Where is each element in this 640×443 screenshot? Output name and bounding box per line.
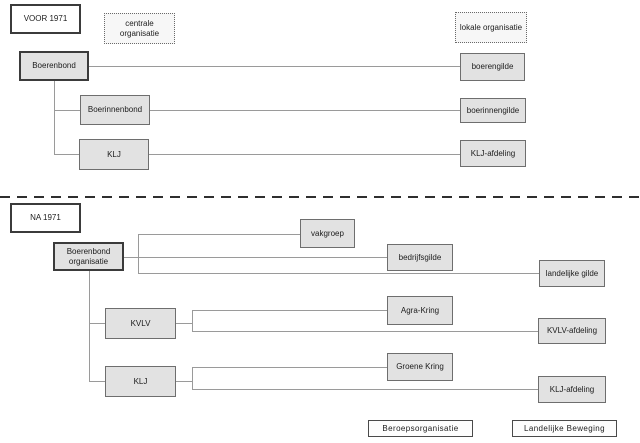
connector-line	[54, 110, 80, 111]
connector-line	[192, 367, 387, 368]
node-klj-na: KLJ	[105, 366, 176, 397]
node-klj-voor: KLJ	[79, 139, 149, 170]
connector-line	[89, 381, 105, 382]
connector-line	[192, 310, 387, 311]
connector-line	[124, 257, 139, 258]
connector-line	[138, 234, 300, 235]
connector-line	[176, 323, 192, 324]
connector-line	[138, 257, 387, 258]
node-klj-afdeling-voor: KLJ-afdeling	[460, 140, 526, 167]
node-bedrijfsgilde: bedrijfsgilde	[387, 244, 453, 271]
connector-line	[192, 310, 193, 331]
connector-line	[89, 271, 90, 382]
connector-line	[138, 273, 539, 274]
node-landelijke-gilde: landelijke gilde	[539, 260, 605, 287]
connector-line	[192, 389, 538, 390]
node-kvlv: KVLV	[105, 308, 176, 339]
column-header-lokale-organisatie: lokale organisatie	[455, 12, 527, 43]
column-header-centrale-organisatie: centrale organisatie	[104, 13, 175, 44]
legend-beroepsorganisatie: Beroepsorganisatie	[368, 420, 473, 437]
legend-landelijke-beweging: Landelijke Beweging	[512, 420, 617, 437]
node-klj-afdeling-na: KLJ-afdeling	[538, 376, 606, 403]
node-kvlv-afdeling: KVLV-afdeling	[538, 318, 606, 344]
connector-line	[149, 154, 460, 155]
node-agra-kring: Agra-Kring	[387, 296, 453, 325]
section-divider	[0, 196, 640, 198]
node-boerengilde: boerengilde	[460, 53, 525, 81]
node-boerinnengilde: boerinnengilde	[460, 98, 526, 123]
connector-line	[89, 66, 460, 67]
connector-line	[54, 154, 79, 155]
node-boerinnenbond: Boerinnenbond	[80, 95, 150, 125]
node-boerenbond: Boerenbond	[19, 51, 89, 81]
node-vakgroep: vakgroep	[300, 219, 355, 248]
connector-line	[89, 323, 105, 324]
era-box-voor-1971: VOOR 1971	[10, 4, 81, 34]
connector-line	[192, 331, 538, 332]
connector-line	[192, 367, 193, 389]
connector-line	[138, 234, 139, 274]
node-groene-kring: Groene Kring	[387, 353, 453, 381]
connector-line	[176, 381, 192, 382]
node-boerenbond-organisatie: Boerenbond organisatie	[53, 242, 124, 271]
connector-line	[150, 110, 460, 111]
connector-line	[54, 81, 55, 155]
era-box-na-1971: NA 1971	[10, 203, 81, 233]
